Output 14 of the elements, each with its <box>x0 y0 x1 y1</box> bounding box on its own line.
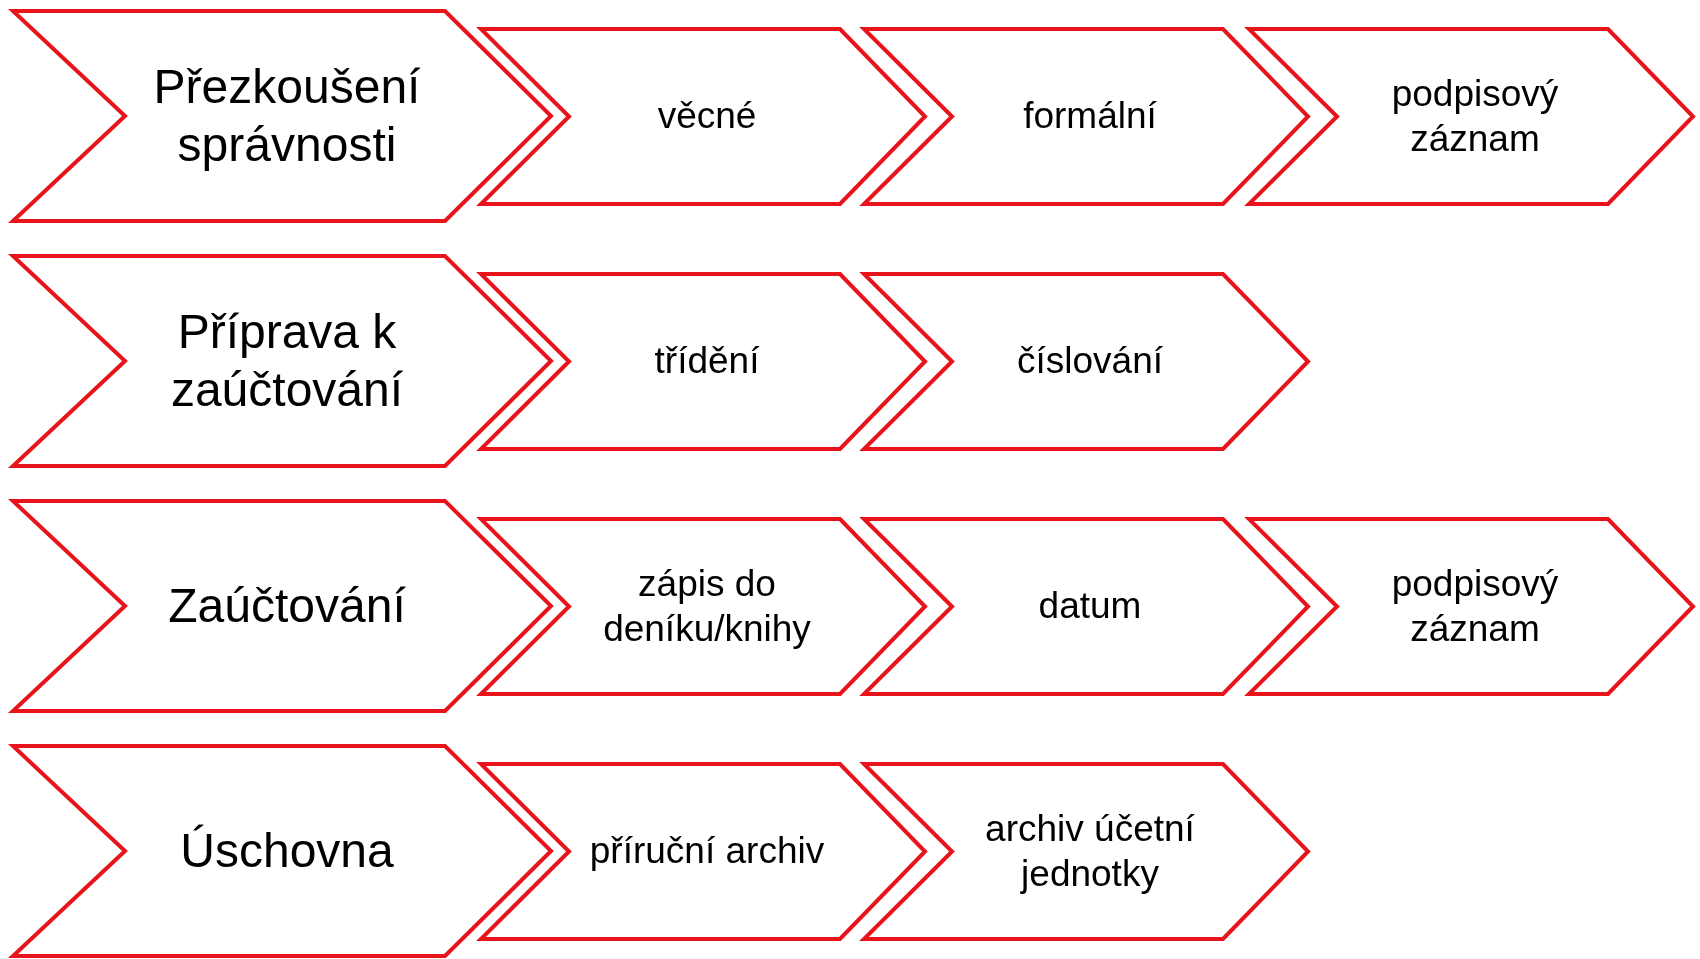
step-label: číslování <box>1017 339 1163 384</box>
step-label: Příprava k zaúčtování <box>169 304 405 418</box>
step-label: podpisový záznam <box>1390 72 1560 161</box>
step-label: Úschovna <box>180 823 394 880</box>
step-label: příruční archiv <box>589 829 825 874</box>
step-label: formální <box>1023 94 1157 139</box>
step-label: archiv účetní jednotky <box>984 807 1196 896</box>
step-label: třídění <box>654 339 760 384</box>
step-label: podpisový záznam <box>1390 562 1560 651</box>
step-label: Přezkoušení správnosti <box>152 59 422 173</box>
step-label: věcné <box>657 94 757 139</box>
step-label: datum <box>1038 584 1142 629</box>
step-label: Zaúčtování <box>168 578 406 635</box>
step-label: zápis do deníku/knihy <box>602 562 812 651</box>
